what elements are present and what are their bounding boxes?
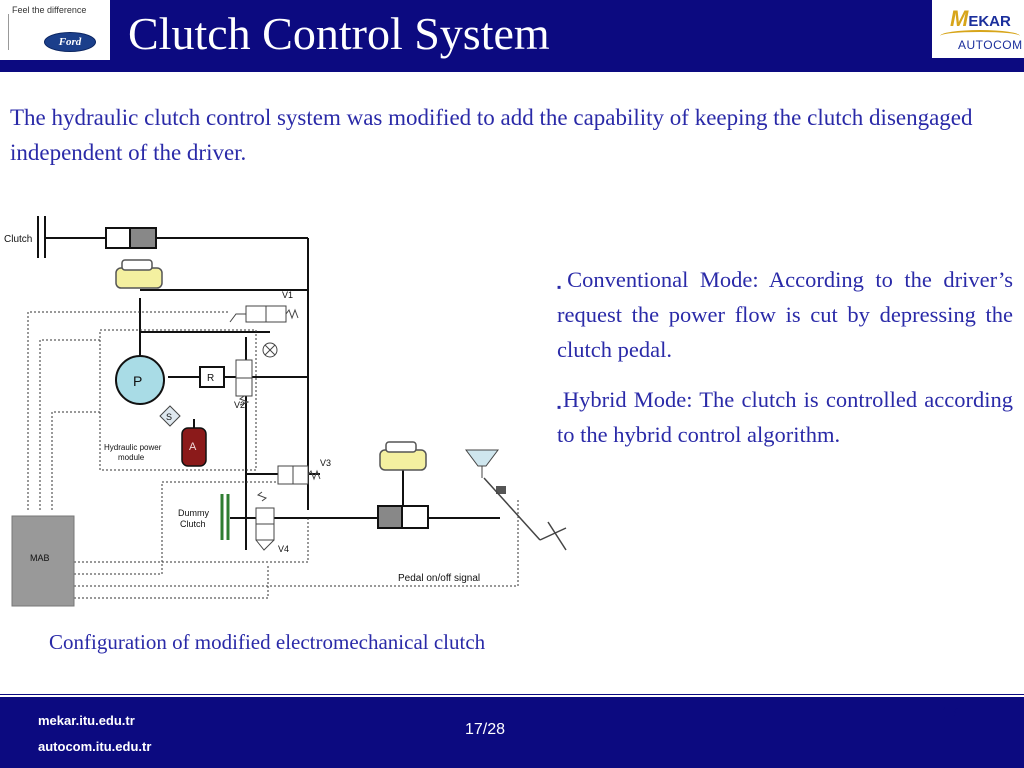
mab-label: MAB xyxy=(30,553,50,563)
v1-label: V1 xyxy=(282,290,293,300)
v4-label: V4 xyxy=(278,544,289,554)
slide-number: 17 xyxy=(941,705,959,722)
bullet-text: Hybrid Mode: The clutch is controlled ac… xyxy=(557,387,1013,447)
accumulator-icon xyxy=(181,427,207,467)
intro-paragraph: The hydraulic clutch control system was … xyxy=(10,105,973,165)
pedal-funnel-icon xyxy=(465,449,499,478)
restrictor-icon xyxy=(262,342,278,358)
dummy-label-line2: Clutch xyxy=(180,519,206,529)
clutch-plate-icon xyxy=(37,216,46,258)
mode-bullet-list: ▪Conventional Mode: According to the dri… xyxy=(557,262,1013,467)
module-label-line1: Hydraulic power xyxy=(104,443,162,452)
footer-link-mekar[interactable]: mekar.itu.edu.tr xyxy=(38,713,135,728)
mekar-initial: M xyxy=(950,6,969,31)
v3-label: V3 xyxy=(320,458,331,468)
footer-rule xyxy=(0,694,1024,695)
bullet-hybrid: ▪Hybrid Mode: The clutch is controlled a… xyxy=(557,382,1013,452)
bullet-icon: ▪ xyxy=(557,280,568,294)
figure-caption: Configuration of modified electromechani… xyxy=(49,630,486,654)
v2-label: V2 xyxy=(234,400,245,410)
pump-icon xyxy=(115,355,165,405)
sensor-label: S xyxy=(166,412,172,422)
ford-tagline: Feel the difference xyxy=(12,5,87,15)
pedal-signal-label: Pedal on/off signal xyxy=(398,573,480,584)
module-label-line2: module xyxy=(118,453,145,462)
header-bar: Feel the difference Ford Clutch Control … xyxy=(0,0,1024,70)
valve-v1-icon xyxy=(229,305,299,323)
mekar-wordmark-text: EKAR xyxy=(968,13,1011,30)
valve-v4-icon xyxy=(255,491,275,551)
pump-label: P xyxy=(133,373,142,389)
ford-oval-icon: Ford xyxy=(44,32,96,52)
clutch-system-diagram: Clutch V1 V2 P R S A Hydraulic power mod xyxy=(4,216,567,607)
pedal-icon xyxy=(483,477,567,551)
header-rule xyxy=(0,70,1024,72)
mekar-autocom-logo[interactable]: MEKAR AUTOCOM xyxy=(932,0,1024,58)
bullet-conventional: ▪Conventional Mode: According to the dri… xyxy=(557,262,1013,367)
bullet-icon: ▪ xyxy=(557,400,563,414)
sensor-icon xyxy=(159,405,181,427)
dummy-label-line1: Dummy xyxy=(178,508,209,518)
mab-controller-icon xyxy=(11,515,75,607)
valve-v3-icon xyxy=(277,465,321,485)
footer-link-autocom[interactable]: autocom.itu.edu.tr xyxy=(38,739,152,754)
bullet-text: Conventional Mode: According to the driv… xyxy=(557,267,1013,362)
clutch-label: Clutch xyxy=(4,234,32,245)
accumulator-label: A xyxy=(189,441,197,453)
ford-logo[interactable]: Feel the difference Ford xyxy=(0,0,110,60)
autocom-wordmark: AUTOCOM xyxy=(958,38,1023,52)
footer-bar: mekar.itu.edu.tr autocom.itu.edu.tr 17/2… xyxy=(0,697,1024,768)
valve-v2-icon xyxy=(235,359,253,406)
master-cylinder-icon xyxy=(377,505,429,529)
dummy-clutch-icon xyxy=(220,494,230,540)
page-indicator: 17/28 xyxy=(465,721,506,738)
regulator-label: R xyxy=(207,373,214,384)
mekar-wordmark: MEKAR xyxy=(950,6,1011,32)
logo-divider xyxy=(8,14,9,50)
clutch-cylinder-icon xyxy=(105,227,157,249)
slide-title: Clutch Control System xyxy=(128,8,550,59)
reservoir-icon xyxy=(115,259,163,289)
master-reservoir-icon xyxy=(379,441,427,471)
regulator-icon xyxy=(199,366,225,388)
swoosh-icon xyxy=(940,30,1020,42)
